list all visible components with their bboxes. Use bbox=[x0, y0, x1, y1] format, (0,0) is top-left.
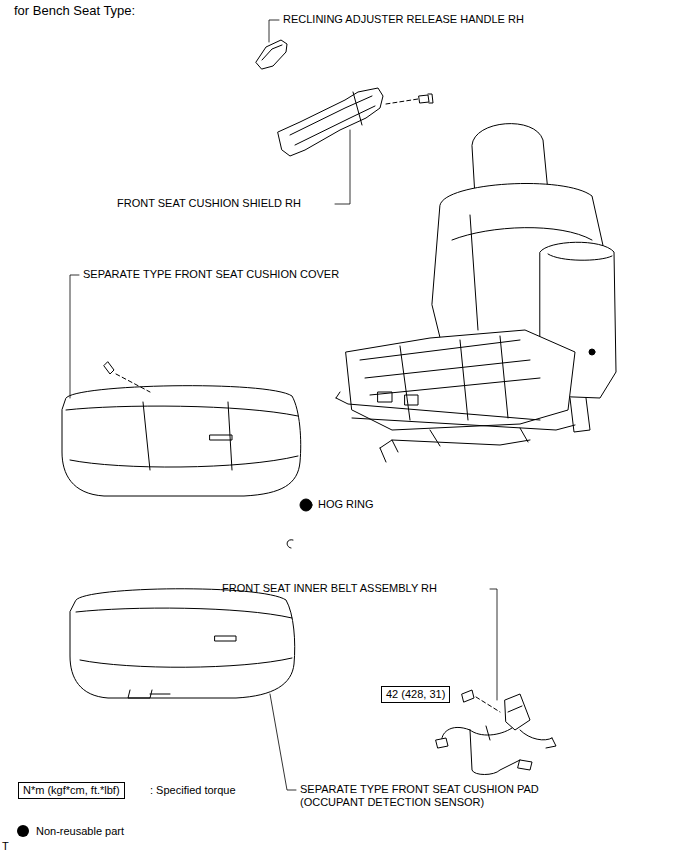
part-name: RECLINING ADJUSTER RELEASE HANDLE RH bbox=[283, 13, 524, 26]
part-name: SEPARATE TYPE FRONT SEAT CUSHION PAD (OC… bbox=[300, 783, 570, 809]
inner-belt bbox=[436, 690, 556, 775]
cushion-pad bbox=[70, 589, 295, 698]
figure-code: T bbox=[2, 840, 9, 852]
legend-swatch bbox=[17, 825, 29, 837]
part-name: SEPARATE TYPE FRONT SEAT CUSHION COVER bbox=[83, 268, 339, 281]
hog-ring bbox=[287, 499, 312, 548]
seat-assembly bbox=[336, 124, 616, 462]
part-name: FRONT SEAT INNER BELT ASSEMBLY RH bbox=[222, 582, 437, 595]
box-text: N*m (kgf*cm, ft.*lbf) bbox=[23, 784, 120, 796]
torque-box: 42 (428, 31) bbox=[381, 686, 450, 703]
cushion-shield bbox=[278, 88, 433, 156]
leader-lines bbox=[70, 20, 497, 790]
legend-text: Non-reusable part bbox=[36, 825, 124, 838]
title: for Bench Seat Type: bbox=[14, 4, 135, 17]
part-name: FRONT SEAT CUSHION SHIELD RH bbox=[117, 197, 301, 210]
torque-unit-box: N*m (kgf*cm, ft.*lbf) bbox=[18, 782, 125, 799]
box-text: 42 (428, 31) bbox=[386, 688, 445, 700]
part-name: HOG RING bbox=[318, 498, 374, 511]
legend-swatch-svg bbox=[16, 824, 30, 838]
legend-text: : Specified torque bbox=[150, 784, 236, 797]
cushion-cover bbox=[62, 362, 301, 496]
release-handle bbox=[256, 40, 287, 69]
